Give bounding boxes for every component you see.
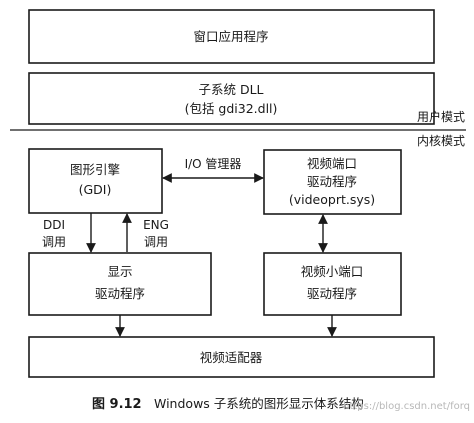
window-app-box	[28, 9, 435, 64]
eng-label: ENG	[143, 218, 169, 232]
gdi-box	[28, 148, 163, 214]
eng-call-label: 调用	[144, 235, 168, 249]
gdi-label: 图形引擎	[70, 162, 120, 177]
video-miniport-sublabel: 驱动程序	[307, 286, 357, 301]
kernel-mode-label: 内核模式	[417, 134, 465, 148]
figure-number: 图 9.12	[92, 397, 142, 412]
video-adapter-label: 视频适配器	[200, 350, 263, 365]
video-adapter-box	[28, 336, 435, 378]
ddi-label: DDI	[43, 218, 65, 232]
subsystem-dll-sublabel: (包括 gdi32.dll)	[185, 101, 278, 116]
video-port-label: 视频端口	[307, 156, 357, 171]
display-driver-box	[28, 252, 212, 316]
video-port-sublabel: 驱动程序	[307, 174, 357, 189]
ddi-call-label: 调用	[42, 235, 66, 249]
gdi-sublabel: (GDI)	[79, 182, 112, 197]
user-mode-label: 用户模式	[417, 109, 465, 124]
io-manager-label: I/O 管理器	[185, 156, 242, 171]
watermark-text: https://blog.csdn.net/forq	[343, 401, 470, 412]
video-miniport-label: 视频小端口	[301, 264, 364, 279]
video-miniport-box	[263, 252, 402, 316]
subsystem-dll-label: 子系统 DLL	[198, 82, 263, 97]
figure-caption: Windows 子系统的图形显示体系结构	[154, 396, 364, 411]
subsystem-dll-box	[28, 72, 435, 125]
display-driver-sublabel: 驱动程序	[95, 286, 145, 301]
window-app-label: 窗口应用程序	[193, 29, 268, 44]
video-port-filename: (videoprt.sys)	[289, 192, 375, 207]
video-port-box	[263, 149, 402, 215]
display-driver-label: 显示	[107, 264, 132, 279]
